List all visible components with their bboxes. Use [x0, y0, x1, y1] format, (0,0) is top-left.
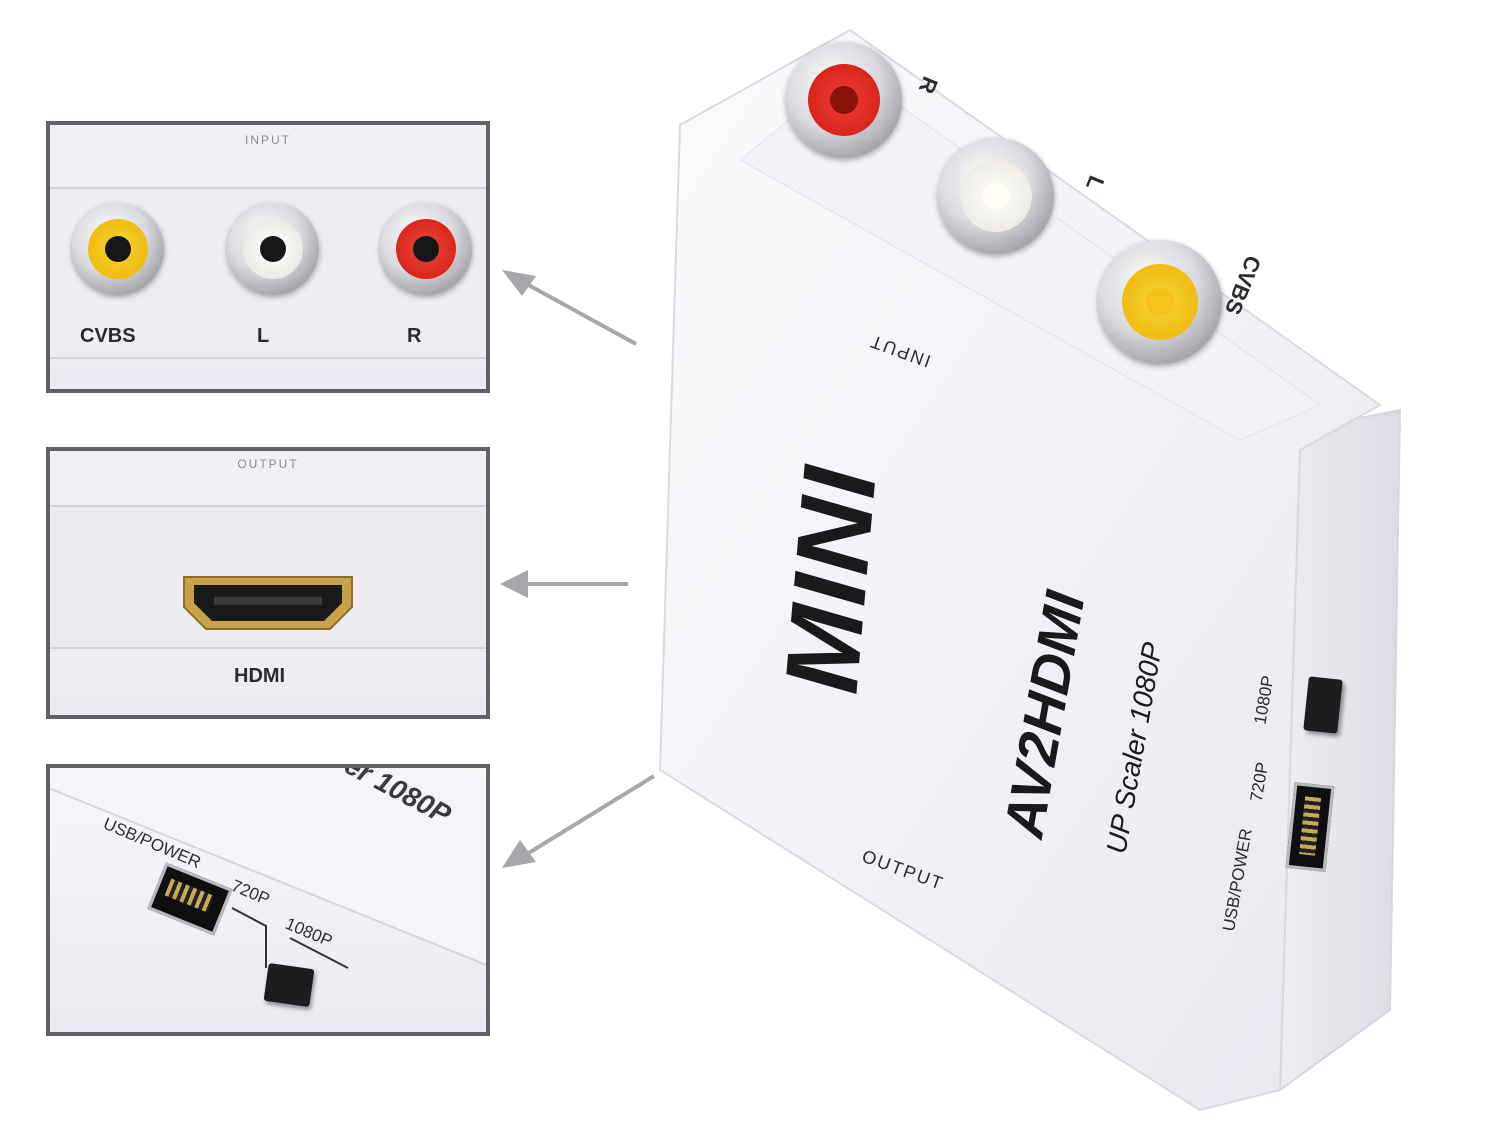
cvbs-label: CVBS [80, 325, 136, 347]
output-callout-panel: OUTPUT HDMI [46, 447, 490, 719]
cvbs-jack [72, 203, 164, 295]
arrow-to-output [500, 570, 628, 598]
audio-right-jack [380, 203, 472, 295]
output-header: OUTPUT [237, 457, 299, 471]
hdmi-label: HDMI [234, 665, 286, 687]
hdmi-port [183, 576, 353, 630]
device-white-jack [938, 138, 1054, 254]
output-strip: OUTPUT [50, 451, 486, 507]
output-divider [50, 647, 486, 649]
switch-bracket [231, 907, 349, 969]
arrow-to-power [502, 774, 656, 868]
audio-left-label: L [257, 325, 270, 347]
audio-left-jack [227, 203, 319, 295]
input-callout-panel: INPUT CVBS L R [46, 121, 490, 393]
arrow-to-input [502, 270, 637, 346]
converter-device: R L CVBS INPUT MINI AV2HDMI UP Scaler 10… [600, 10, 1500, 1120]
device-brand: MINI [763, 461, 899, 698]
device-red-jack [786, 42, 902, 158]
device-resolution-switch[interactable] [1303, 676, 1343, 734]
input-divider [50, 357, 486, 359]
power-callout-panel: er 1080P USB/POWER 720P 1080P [46, 764, 490, 1036]
input-header: INPUT [245, 133, 291, 147]
resolution-switch[interactable] [263, 962, 315, 1008]
input-strip: INPUT [50, 125, 486, 189]
device-yellow-jack [1098, 240, 1222, 364]
audio-right-label: R [407, 325, 422, 347]
